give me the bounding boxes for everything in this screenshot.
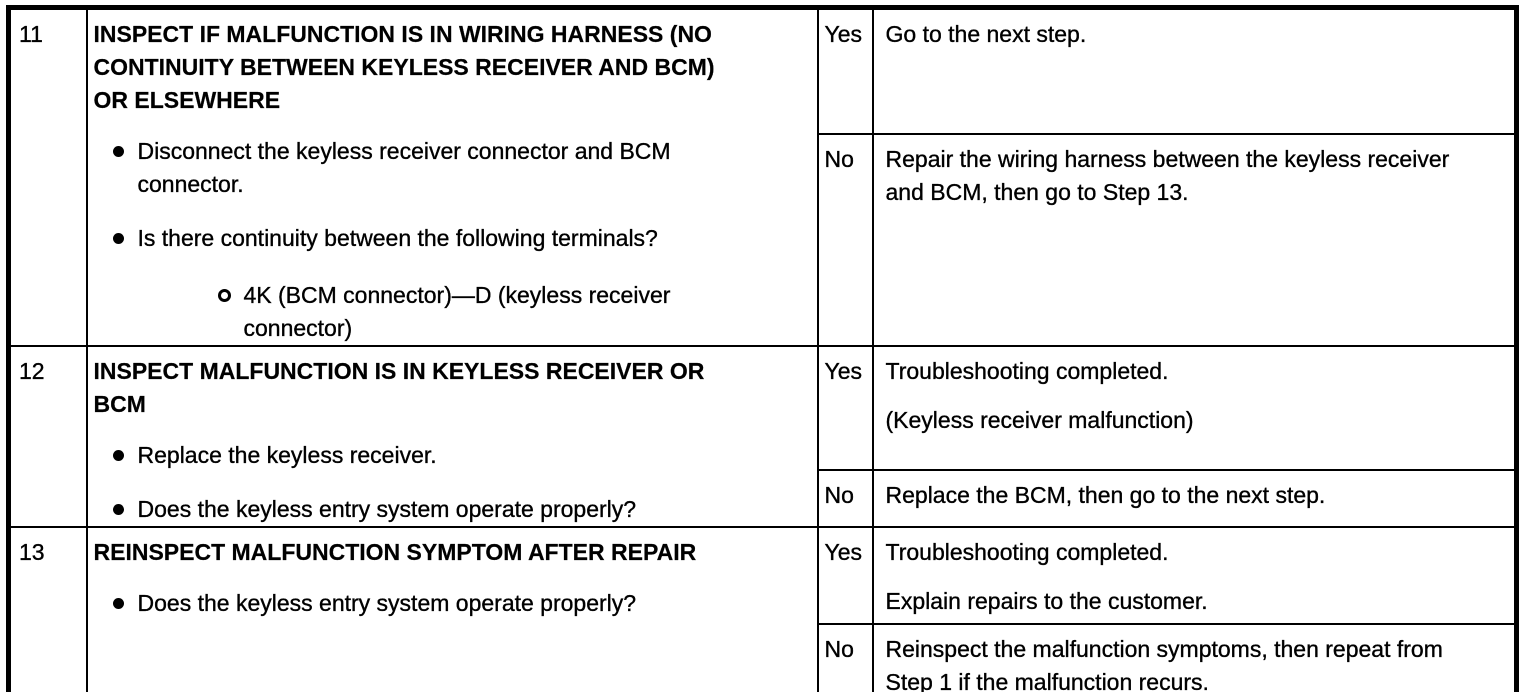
table-row: 12 INSPECT MALFUNCTION IS IN KEYLESS REC… xyxy=(7,344,1518,528)
list-item: Replace the keyless receiver. xyxy=(112,439,807,472)
step-number-cell: 12 xyxy=(7,345,88,528)
result-cell: Replace the BCM, then go to the next ste… xyxy=(871,469,1518,528)
result-cell: Go to the next step. xyxy=(871,6,1518,135)
table-row: No Replace the BCM, then go to the next … xyxy=(9,469,1518,528)
step-title-line: INSPECT MALFUNCTION IS IN KEYLESS RECEIV… xyxy=(93,358,705,384)
result-cell: Repair the wiring harness between the ke… xyxy=(871,132,1518,348)
list-item-text: Disconnect the keyless receiver connecto… xyxy=(137,138,671,197)
answer-cell: Yes xyxy=(816,344,874,472)
answer-label: No xyxy=(824,636,854,662)
step-title: REINSPECT MALFUNCTION SYMPTOM AFTER REPA… xyxy=(93,536,807,569)
list-item-text: Does the keyless entry system operate pr… xyxy=(137,496,637,522)
answer-label: Yes xyxy=(824,539,863,565)
list-item-text: Does the keyless entry system operate pr… xyxy=(137,590,637,616)
list-item-text: Is there continuity between the followin… xyxy=(137,225,658,251)
troubleshooting-table: 11 INSPECT IF MALFUNCTION IS IN WIRING H… xyxy=(6,5,1519,692)
step-title-line: INSPECT IF MALFUNCTION IS IN WIRING HARN… xyxy=(93,21,712,47)
step-title-line: OR ELSEWHERE xyxy=(93,87,281,113)
step-number: 11 xyxy=(19,21,43,47)
step-number-cell: 11 xyxy=(7,6,88,347)
step-action-cell: INSPECT IF MALFUNCTION IS IN WIRING HARN… xyxy=(85,6,819,347)
bullet-filled-icon xyxy=(112,504,124,515)
step-title: INSPECT IF MALFUNCTION IS IN WIRING HARN… xyxy=(93,18,807,117)
answer-cell: No xyxy=(816,623,874,692)
step-number-cell: 13 xyxy=(7,526,88,692)
bullet-filled-icon xyxy=(112,450,124,461)
table-row: 13 REINSPECT MALFUNCTION SYMPTOM AFTER R… xyxy=(7,526,1518,692)
list-item: Does the keyless entry system operate pr… xyxy=(112,587,807,620)
step-title-line: REINSPECT MALFUNCTION SYMPTOM AFTER REPA… xyxy=(93,539,697,565)
bullet-filled-icon xyxy=(112,233,124,244)
step-title-line: CONTINUITY BETWEEN KEYLESS RECEIVER AND … xyxy=(93,54,715,80)
answer-label: Yes xyxy=(824,21,863,47)
table-row: No Repair the wiring harness between the… xyxy=(9,132,1518,348)
step-action-cell: REINSPECT MALFUNCTION SYMPTOM AFTER REPA… xyxy=(85,526,819,692)
list-item: Is there continuity between the followin… xyxy=(112,222,807,255)
bullet-open-icon xyxy=(217,289,231,302)
answer-label: Yes xyxy=(824,358,863,384)
step-number: 13 xyxy=(19,539,45,565)
result-cell: Troubleshooting completed. Explain repai… xyxy=(871,526,1518,625)
answer-label: No xyxy=(824,482,854,509)
step-number: 12 xyxy=(19,358,45,384)
bullet-filled-icon xyxy=(112,146,124,157)
sub-list-item: 4K (BCM connector)—D (keyless receiver c… xyxy=(217,279,807,344)
step-title: INSPECT MALFUNCTION IS IN KEYLESS RECEIV… xyxy=(93,355,807,421)
answer-cell: No xyxy=(816,469,874,528)
list-item-text: Replace the keyless receiver. xyxy=(137,442,437,468)
step-title-line: BCM xyxy=(93,391,146,417)
bullet-filled-icon xyxy=(112,598,124,609)
table-row: 11 INSPECT IF MALFUNCTION IS IN WIRING H… xyxy=(7,6,1518,347)
list-item-text: 4K (BCM connector)—D (keyless receiver c… xyxy=(243,282,671,341)
list-item: Does the keyless entry system operate pr… xyxy=(112,493,807,525)
answer-cell: Yes xyxy=(816,6,874,135)
answer-cell: Yes xyxy=(816,526,874,625)
step-action-cell: INSPECT MALFUNCTION IS IN KEYLESS RECEIV… xyxy=(85,345,819,528)
answer-label: No xyxy=(824,145,854,172)
result-cell: Troubleshooting completed. (Keyless rece… xyxy=(871,344,1518,472)
result-cell: Reinspect the malfunction symptoms, then… xyxy=(871,623,1518,692)
answer-cell: No xyxy=(816,132,874,348)
table-row: No Reinspect the malfunction symptoms, t… xyxy=(9,623,1518,692)
list-item: Disconnect the keyless receiver connecto… xyxy=(112,135,807,201)
